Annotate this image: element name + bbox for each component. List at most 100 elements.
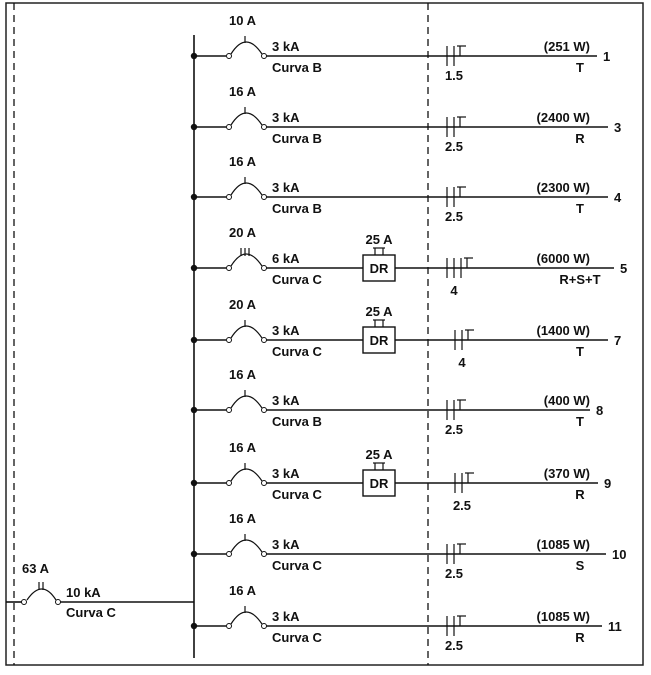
- circuit-load: (370 W): [544, 466, 590, 481]
- breaker-curve: Curva C: [272, 272, 322, 287]
- circuit-load: (1085 W): [537, 537, 590, 552]
- main-breaker-terminal-in: [21, 599, 27, 605]
- breaker-terminal-in: [226, 53, 232, 59]
- conductor-section: 2.5: [445, 422, 463, 437]
- breaker-terminal-out: [261, 265, 267, 271]
- rcd-label: DR: [370, 476, 389, 491]
- conductor-section: 2.5: [453, 498, 471, 513]
- circuit-load: (1085 W): [537, 609, 590, 624]
- breaker-terminal-in: [226, 265, 232, 271]
- conductor-section: 1.5: [445, 68, 463, 83]
- breaker-icc: 3 kA: [272, 393, 300, 408]
- breaker-arc: [230, 395, 263, 409]
- breaker-curve: Curva B: [272, 131, 322, 146]
- breaker-arc: [230, 112, 263, 126]
- rcd-rating: 25 A: [366, 304, 394, 319]
- breaker-rating: 16 A: [229, 583, 257, 598]
- circuit-number: 3: [614, 120, 621, 135]
- circuit-number: 11: [608, 619, 622, 634]
- breaker-terminal-in: [226, 623, 232, 629]
- breaker-rating: 16 A: [229, 84, 257, 99]
- circuit-phase: T: [576, 344, 584, 359]
- breaker-curve: Curva B: [272, 414, 322, 429]
- breaker-terminal-out: [261, 623, 267, 629]
- breaker-icc: 3 kA: [272, 323, 300, 338]
- rcd-label: DR: [370, 333, 389, 348]
- circuit-load: (400 W): [544, 393, 590, 408]
- breaker-curve: Curva C: [272, 630, 322, 645]
- circuit-phase: T: [576, 201, 584, 216]
- breaker-rating: 16 A: [229, 367, 257, 382]
- breaker-terminal-out: [261, 551, 267, 557]
- circuit-row: 16 A 3 kA Curva B 2.5 (2400 W) R 3: [190, 84, 621, 154]
- breaker-terminal-out: [261, 337, 267, 343]
- breaker-icc: 3 kA: [272, 466, 300, 481]
- breaker-icc: 3 kA: [272, 180, 300, 195]
- breaker-arc: [230, 182, 263, 196]
- rcd-box: [362, 326, 396, 354]
- main-breaker-terminal-out: [55, 599, 61, 605]
- circuit-number: 7: [614, 333, 621, 348]
- conductor-section: 2.5: [445, 139, 463, 154]
- circuit-phase: R+S+T: [559, 272, 600, 287]
- breaker-icc: 3 kA: [272, 39, 300, 54]
- main-breaker-arc: [26, 588, 57, 601]
- circuit-load: (251 W): [544, 39, 590, 54]
- breaker-arc: [230, 253, 263, 267]
- breaker-terminal-out: [261, 480, 267, 486]
- breaker-terminal-in: [226, 337, 232, 343]
- circuit-number: 10: [612, 547, 626, 562]
- breaker-rating: 10 A: [229, 13, 257, 28]
- breaker-terminal-in: [226, 194, 232, 200]
- breaker-rating: 20 A: [229, 225, 257, 240]
- breaker-icc: 3 kA: [272, 537, 300, 552]
- circuits-layer: 10 A 3 kA Curva B 1.5 (251 W) T 1 16 A 3 kA Curva…: [190, 13, 627, 653]
- main-breaker: 63 A 10 kA Curva C: [6, 561, 194, 620]
- rcd-box: [362, 254, 396, 282]
- circuit-phase: R: [575, 630, 585, 645]
- rcd-rating: 25 A: [366, 447, 394, 462]
- circuit-load: (2400 W): [537, 110, 590, 125]
- breaker-icc: 3 kA: [272, 609, 300, 624]
- main-breaker-rating: 63 A: [22, 561, 50, 576]
- conductor-section: 4: [458, 355, 466, 370]
- breaker-arc: [230, 468, 263, 482]
- breaker-terminal-out: [261, 124, 267, 130]
- breaker-curve: Curva C: [272, 558, 322, 573]
- breaker-terminal-out: [261, 194, 267, 200]
- circuit-number: 1: [603, 49, 610, 64]
- breaker-arc: [230, 539, 263, 553]
- circuit-load: (1400 W): [537, 323, 590, 338]
- circuit-number: 5: [620, 261, 627, 276]
- circuit-number: 4: [614, 190, 622, 205]
- main-breaker-icc: 10 kA: [66, 585, 101, 600]
- circuit-number: 8: [596, 403, 603, 418]
- breaker-curve: Curva C: [272, 344, 322, 359]
- breaker-terminal-out: [261, 407, 267, 413]
- breaker-curve: Curva B: [272, 60, 322, 75]
- breaker-icc: 6 kA: [272, 251, 300, 266]
- breaker-curve: Curva C: [272, 487, 322, 502]
- main-breaker-curve: Curva C: [66, 605, 116, 620]
- breaker-arc: [230, 611, 263, 625]
- breaker-rating: 16 A: [229, 154, 257, 169]
- rcd-rating: 25 A: [366, 232, 394, 247]
- breaker-terminal-out: [261, 53, 267, 59]
- conductor-section: 4: [450, 283, 458, 298]
- circuit-phase: R: [575, 487, 585, 502]
- rcd-label: DR: [370, 261, 389, 276]
- circuit-phase: R: [575, 131, 585, 146]
- breaker-icc: 3 kA: [272, 110, 300, 125]
- conductor-section: 2.5: [445, 566, 463, 581]
- conductor-section: 2.5: [445, 638, 463, 653]
- breaker-terminal-in: [226, 551, 232, 557]
- circuit-load: (2300 W): [537, 180, 590, 195]
- circuit-phase: S: [576, 558, 585, 573]
